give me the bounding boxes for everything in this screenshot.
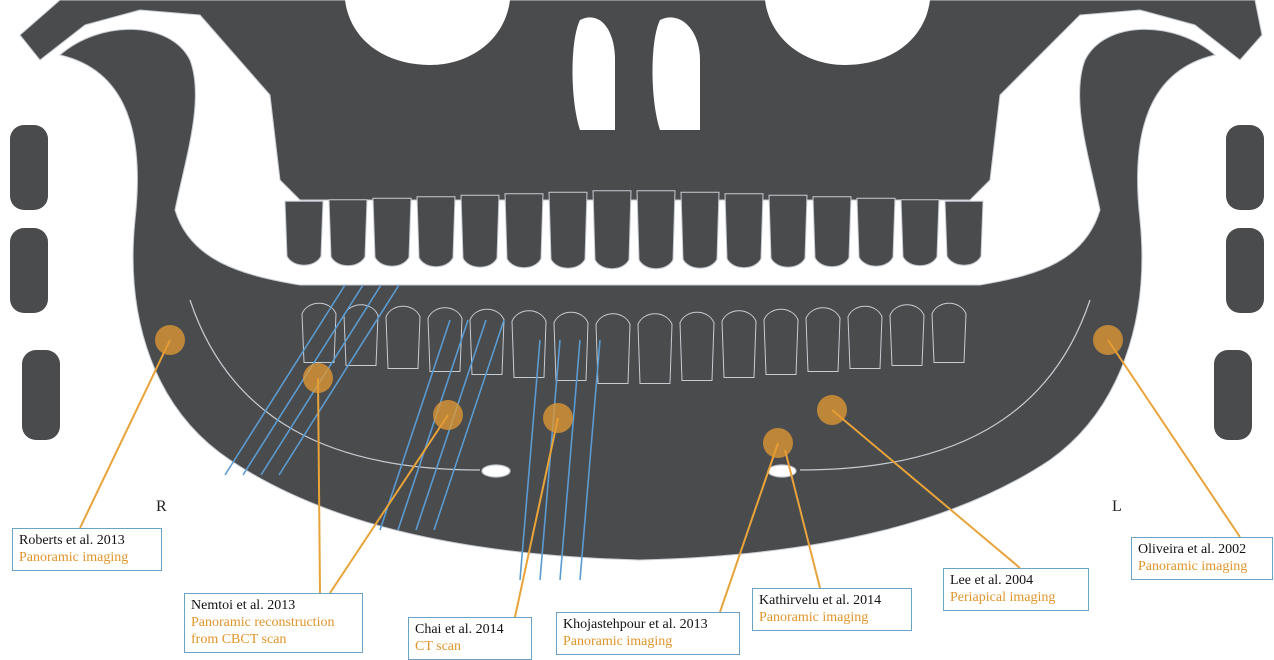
lower-tooth <box>722 311 756 378</box>
callout-oliveira: Oliveira et al. 2002 Panoramic imaging <box>1131 537 1273 580</box>
lower-tooth <box>932 303 966 362</box>
callout-chai: Chai et al. 2014 CT scan <box>408 617 532 660</box>
study-marker <box>817 395 847 425</box>
left-side-label: L <box>1112 498 1122 516</box>
callout-roberts: Roberts et al. 2013 Panoramic imaging <box>12 528 162 571</box>
upper-tooth <box>373 198 411 266</box>
callout-method: CT scan <box>415 638 525 655</box>
lower-tooth <box>512 311 546 378</box>
lower-tooth <box>596 314 630 384</box>
study-marker <box>155 325 185 355</box>
study-marker <box>433 400 463 430</box>
callout-reference: Oliveira et al. 2002 <box>1138 541 1266 558</box>
skull-silhouette <box>20 0 1262 560</box>
upper-tooth <box>945 201 983 265</box>
upper-tooth <box>505 194 543 268</box>
callout-reference: Nemtoi et al. 2013 <box>191 597 356 614</box>
upper-tooth <box>549 192 587 268</box>
study-marker <box>543 403 573 433</box>
study-marker <box>303 363 333 393</box>
callout-method: Panoramic imaging <box>19 549 155 566</box>
lower-tooth <box>428 308 462 372</box>
upper-tooth <box>681 192 719 268</box>
upper-tooth <box>593 191 631 269</box>
upper-tooth <box>901 200 939 266</box>
callout-reference: Roberts et al. 2013 <box>19 532 155 549</box>
study-marker <box>1093 325 1123 355</box>
callout-khojastehpour: Khojastehpour et al. 2013 Panoramic imag… <box>556 612 740 655</box>
lower-tooth <box>680 312 714 380</box>
upper-tooth <box>725 194 763 268</box>
callout-method: Panoramic imaging <box>1138 558 1266 575</box>
lower-tooth <box>806 308 840 372</box>
callout-method: Panoramic imaging <box>759 609 905 626</box>
upper-tooth <box>285 201 323 265</box>
lower-tooth <box>638 314 672 384</box>
callout-lee: Lee et al. 2004 Periapical imaging <box>943 568 1089 611</box>
callout-nemtoi: Nemtoi et al. 2013 Panoramic reconstruct… <box>184 593 363 653</box>
upper-teeth <box>285 191 983 269</box>
right-side-label: R <box>156 498 167 516</box>
upper-tooth <box>857 198 895 266</box>
callout-reference: Lee et al. 2004 <box>950 572 1082 589</box>
callout-method: Panoramic imaging <box>563 633 733 650</box>
study-marker <box>763 428 793 458</box>
lower-tooth <box>890 305 924 366</box>
callout-reference: Chai et al. 2014 <box>415 621 525 638</box>
upper-tooth <box>813 197 851 267</box>
callout-kathirvelu: Kathirvelu et al. 2014 Panoramic imaging <box>752 588 912 631</box>
upper-tooth <box>461 195 499 267</box>
upper-tooth <box>417 197 455 267</box>
lower-tooth <box>386 306 420 368</box>
lower-tooth <box>764 309 798 374</box>
callout-reference: Khojastehpour et al. 2013 <box>563 616 733 633</box>
lower-tooth <box>848 306 882 368</box>
callout-method: Periapical imaging <box>950 589 1082 606</box>
upper-tooth <box>769 195 807 267</box>
callout-method: Panoramic reconstruction from CBCT scan <box>191 614 356 648</box>
upper-tooth <box>329 200 367 266</box>
callout-reference: Kathirvelu et al. 2014 <box>759 592 905 609</box>
lower-tooth <box>470 309 504 374</box>
upper-tooth <box>637 191 675 269</box>
